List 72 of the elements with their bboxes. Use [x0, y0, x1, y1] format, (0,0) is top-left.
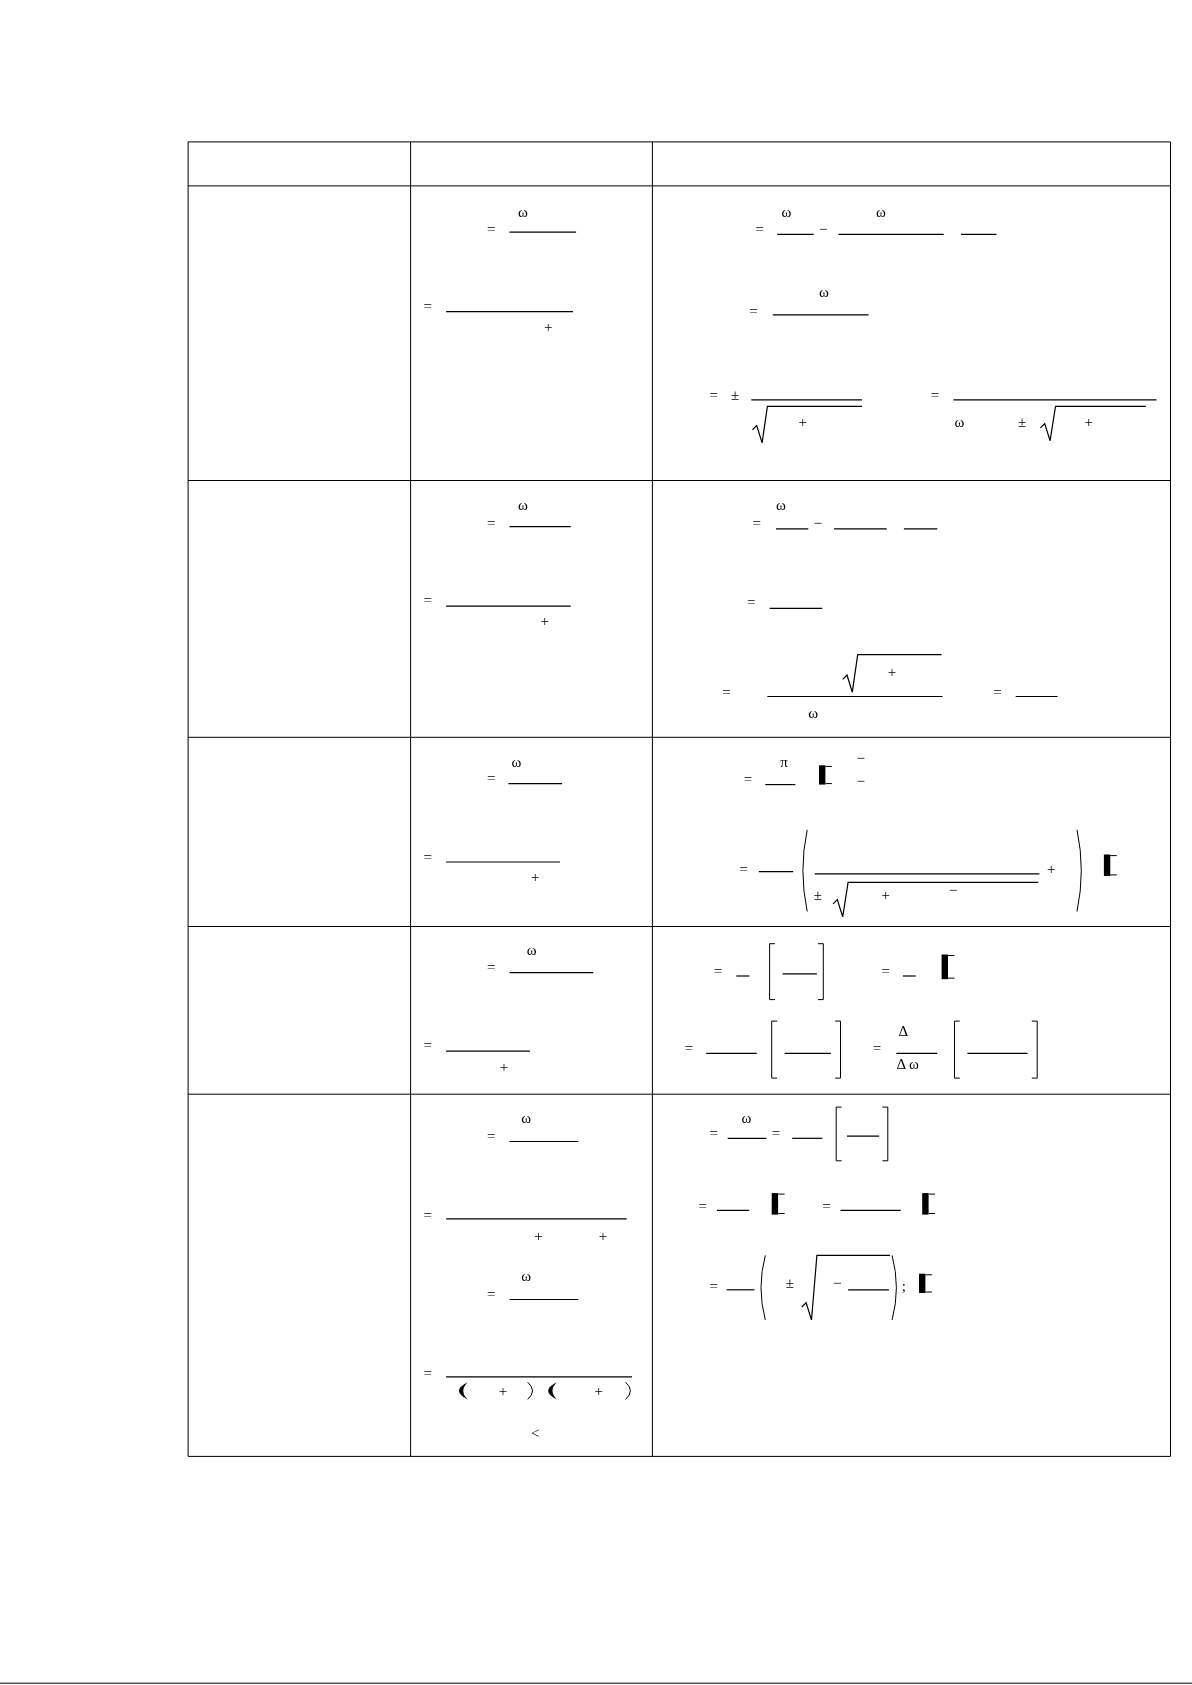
math-symbol: =: [423, 591, 432, 608]
math-symbol: ω: [518, 497, 528, 514]
math-symbol: ±: [785, 1275, 794, 1292]
math-symbol: −: [819, 220, 828, 237]
math-symbol: ω: [954, 414, 965, 431]
math-symbol: +: [881, 887, 890, 904]
math-symbol: −: [833, 1275, 842, 1292]
math-symbol: <: [531, 1424, 540, 1441]
math-symbol: =: [713, 962, 723, 979]
math-symbol: ω: [876, 203, 886, 220]
math-symbol: =: [739, 860, 748, 877]
math-symbol: −: [856, 749, 866, 766]
math-symbol: ω: [511, 754, 522, 771]
math-symbol: =: [423, 1036, 432, 1053]
math-symbol: ω: [819, 284, 829, 301]
math-symbol: =: [423, 298, 432, 315]
math-symbol: ω: [741, 1109, 752, 1126]
math-symbol: =: [881, 962, 890, 979]
math-symbol: =: [486, 1286, 496, 1303]
math-symbol: ±: [730, 386, 740, 403]
math-symbol: =: [684, 1040, 694, 1056]
math-symbol: =: [743, 771, 753, 788]
math-symbol: ±: [813, 887, 822, 904]
math-symbol: =: [771, 1124, 781, 1141]
math-symbol: ω: [518, 203, 528, 220]
math-symbol: =: [423, 1206, 432, 1223]
math-symbol: =: [752, 515, 761, 532]
math-symbol: =: [749, 302, 758, 319]
math-symbol: +: [498, 1382, 508, 1399]
math-symbol: =: [423, 1364, 432, 1381]
math-symbol: ω: [808, 704, 819, 721]
math-symbol: ω: [776, 497, 786, 514]
math-symbol: =: [709, 386, 718, 403]
math-symbol: +: [540, 613, 550, 630]
math-symbol: =: [486, 515, 496, 532]
math-symbol: +: [1046, 860, 1056, 877]
math-symbol: ±: [1017, 414, 1027, 431]
math-symbol: =: [822, 1198, 831, 1214]
math-symbol: +: [1084, 414, 1093, 431]
math-symbol: Δ ω: [896, 1056, 919, 1073]
math-symbol: +: [594, 1382, 603, 1399]
math-symbol: =: [486, 1128, 496, 1145]
math-symbol: +: [543, 318, 553, 335]
math-symbol: +: [531, 869, 540, 886]
math-symbol: =: [698, 1198, 708, 1214]
math-symbol: Δ: [898, 1022, 909, 1039]
math-symbol: −: [949, 882, 958, 898]
math-symbol: π: [780, 754, 788, 771]
math-symbol: =: [930, 386, 940, 403]
math-symbol: ω: [781, 203, 792, 220]
math-symbol: =: [722, 684, 731, 701]
math-symbol: =: [993, 684, 1002, 701]
math-symbol: =: [486, 220, 496, 237]
math-symbol: ω: [521, 1267, 532, 1284]
math-symbol: =: [486, 770, 496, 787]
math-symbol: =: [755, 220, 765, 237]
math-symbol: +: [598, 1228, 608, 1245]
math-symbol: −: [856, 773, 866, 790]
math-symbol: =: [486, 959, 496, 976]
math-symbol: =: [423, 848, 432, 865]
math-symbol: +: [534, 1228, 543, 1245]
math-symbol: +: [499, 1059, 509, 1076]
math-symbol: =: [709, 1277, 718, 1294]
math-symbol: =: [709, 1124, 718, 1141]
math-symbol: ω: [526, 942, 537, 959]
math-symbol: +: [887, 663, 897, 680]
math-symbol: =: [872, 1040, 882, 1056]
math-symbol: −: [813, 515, 823, 532]
math-symbol: +: [798, 414, 808, 431]
math-symbol: ;: [901, 1277, 906, 1294]
math-symbol: =: [747, 593, 756, 610]
math-symbol: ω: [521, 1109, 532, 1126]
